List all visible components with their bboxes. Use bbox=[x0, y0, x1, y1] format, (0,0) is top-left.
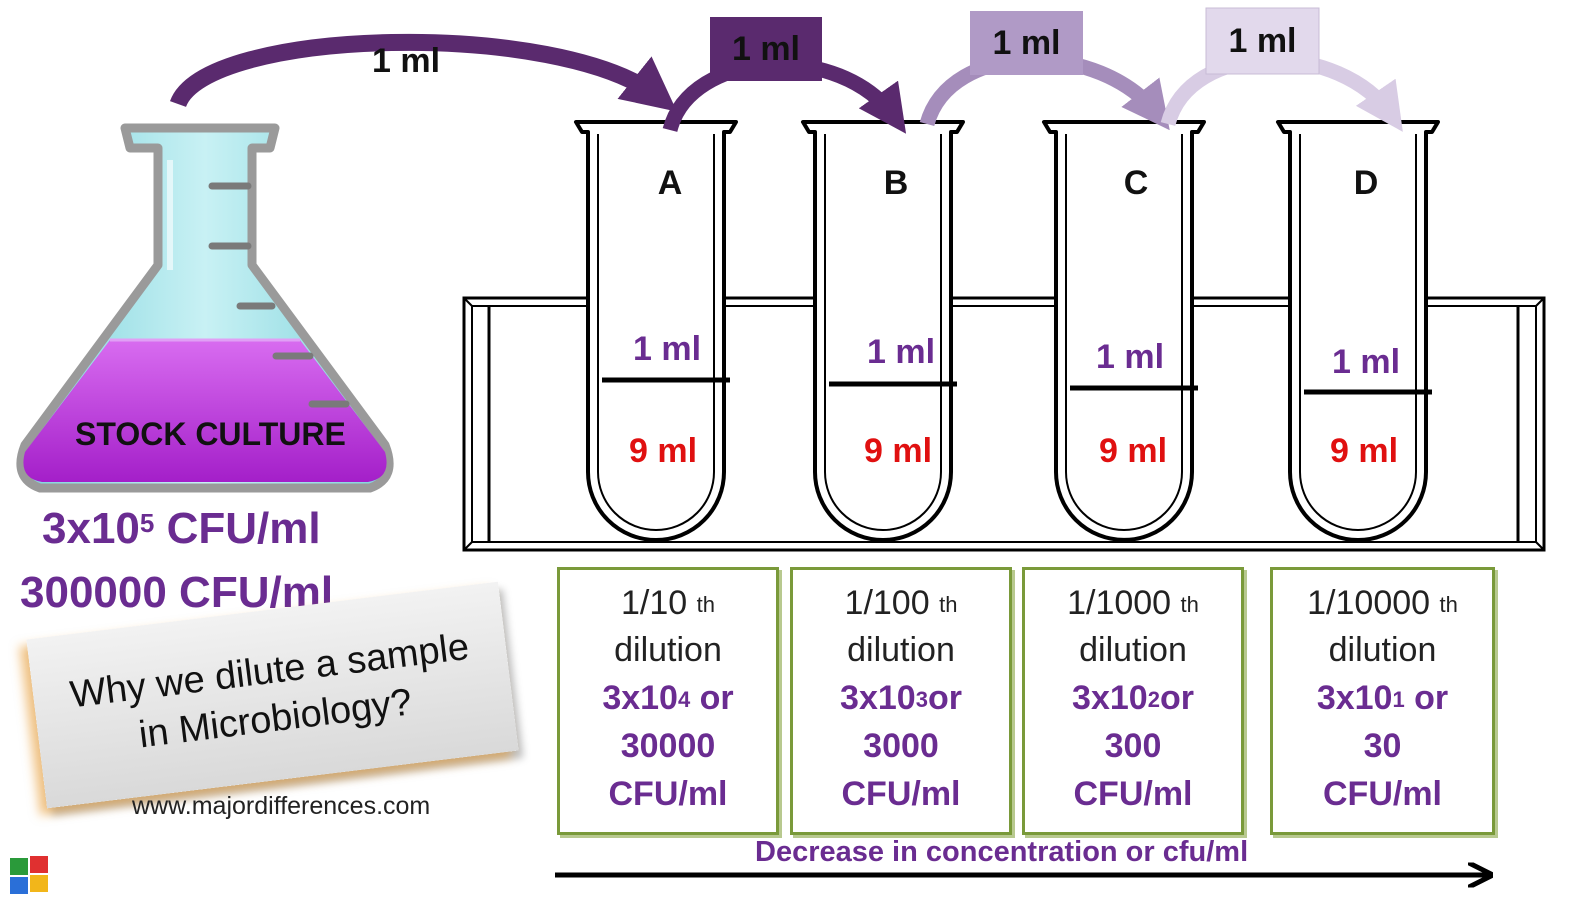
transfer-label-text: 1 ml bbox=[992, 24, 1060, 63]
stock-culture-label: STOCK CULTURE bbox=[75, 416, 346, 453]
dilution-box-b: 1/100 th dilution 3x103or 3000 CFU/ml bbox=[790, 567, 1012, 835]
tube-b-top-volume: 1 ml bbox=[867, 333, 935, 372]
tube-d-bottom-volume: 9 ml bbox=[1330, 432, 1398, 471]
transfer-label-text: 1 ml bbox=[732, 30, 800, 69]
dilution-concentration: 3x102or bbox=[1025, 674, 1241, 722]
tube-letter-b: B bbox=[884, 164, 909, 203]
dilution-fraction: 1/1000 th bbox=[1025, 580, 1241, 626]
tube-a-top-volume: 1 ml bbox=[633, 330, 701, 369]
tube-d-top-volume: 1 ml bbox=[1332, 343, 1400, 382]
tube-letter-a: A bbox=[658, 164, 683, 203]
dilution-unit: CFU/ml bbox=[793, 770, 1009, 818]
dilution-word: dilution bbox=[1273, 626, 1492, 674]
decrease-label: Decrease in concentration or cfu/ml bbox=[755, 836, 1248, 869]
tube-a-bottom-volume: 9 ml bbox=[629, 432, 697, 471]
website-url: www.majordifferences.com bbox=[132, 792, 430, 821]
tube-b-bottom-volume: 9 ml bbox=[864, 432, 932, 471]
dilution-value: 30000 bbox=[560, 722, 776, 770]
dilution-word: dilution bbox=[560, 626, 776, 674]
dilution-box-c: 1/1000 th dilution 3x102or 300 CFU/ml bbox=[1022, 567, 1244, 835]
transfer-label-text: 1 ml bbox=[1228, 22, 1296, 61]
transfer-label-a-b: 1 ml bbox=[710, 17, 822, 81]
dilution-unit: CFU/ml bbox=[1025, 770, 1241, 818]
dilution-fraction: 1/10 th bbox=[560, 580, 776, 626]
dilution-box-a: 1/10 th dilution 3x104 or 30000 CFU/ml bbox=[557, 567, 779, 835]
transfer-label-b-c: 1 ml bbox=[970, 11, 1083, 75]
site-logo-icon bbox=[10, 856, 48, 894]
tube-letter-d: D bbox=[1354, 164, 1379, 203]
tube-c-top-volume: 1 ml bbox=[1096, 338, 1164, 377]
stock-conc-unit: CFU/ml bbox=[154, 504, 320, 553]
dilution-concentration: 3x101 or bbox=[1273, 674, 1492, 722]
dilution-word: dilution bbox=[1025, 626, 1241, 674]
dilution-fraction: 1/10000 th bbox=[1273, 580, 1492, 626]
dilution-value: 300 bbox=[1025, 722, 1241, 770]
tube-letter-c: C bbox=[1124, 164, 1149, 203]
stock-concentration-scientific: 3x105 CFU/ml bbox=[42, 504, 321, 554]
transfer-label-c-d: 1 ml bbox=[1206, 8, 1319, 74]
tube-c-bottom-volume: 9 ml bbox=[1099, 432, 1167, 471]
transfer-label-stock: 1 ml bbox=[372, 42, 440, 81]
stock-conc-exponent: 5 bbox=[140, 508, 154, 538]
dilution-concentration: 3x104 or bbox=[560, 674, 776, 722]
dilution-value: 30 bbox=[1273, 722, 1492, 770]
dilution-word: dilution bbox=[793, 626, 1009, 674]
dilution-unit: CFU/ml bbox=[1273, 770, 1492, 818]
dilution-concentration: 3x103or bbox=[793, 674, 1009, 722]
dilution-fraction: 1/100 th bbox=[793, 580, 1009, 626]
stock-conc-base: 3x10 bbox=[42, 504, 140, 553]
dilution-unit: CFU/ml bbox=[560, 770, 776, 818]
dilution-value: 3000 bbox=[793, 722, 1009, 770]
dilution-box-d: 1/10000 th dilution 3x101 or 30 CFU/ml bbox=[1270, 567, 1495, 835]
